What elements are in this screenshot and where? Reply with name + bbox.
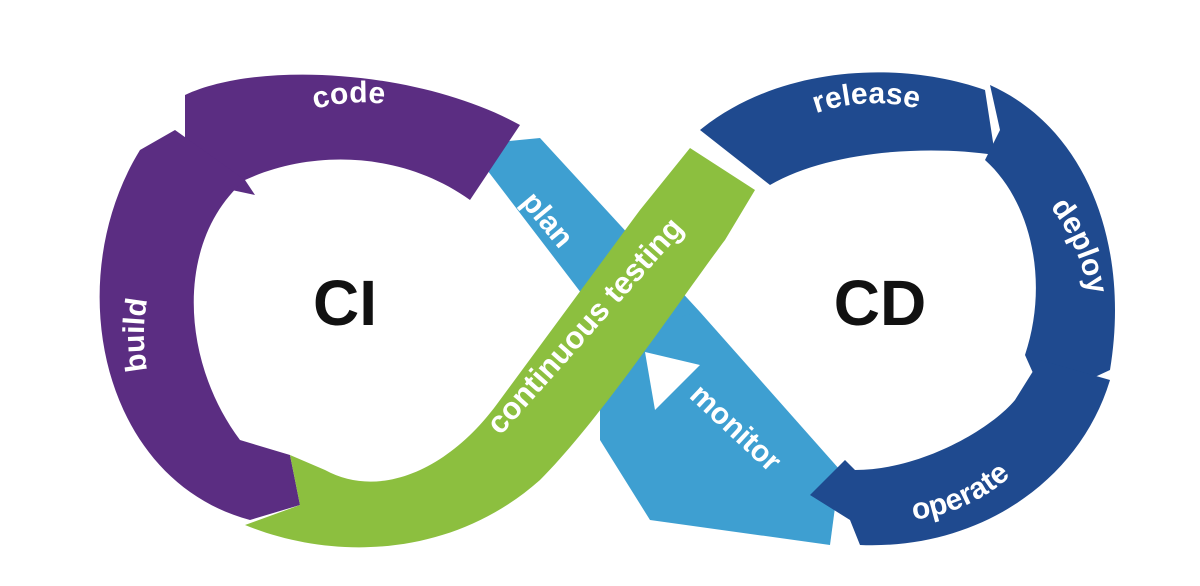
cd-title: CD xyxy=(834,267,926,339)
ci-loop xyxy=(99,74,520,520)
monitor-arrow-notch xyxy=(645,352,700,410)
cd-loop xyxy=(700,72,1115,546)
continuous-testing-arrow xyxy=(245,148,755,548)
deploy-arrow xyxy=(985,85,1115,400)
operate-arrow xyxy=(810,360,1110,546)
code-arrow xyxy=(185,74,520,200)
build-arrow xyxy=(99,130,300,520)
ci-title: CI xyxy=(313,267,377,339)
continuous-testing-band xyxy=(245,148,755,548)
release-arrow xyxy=(700,72,995,185)
